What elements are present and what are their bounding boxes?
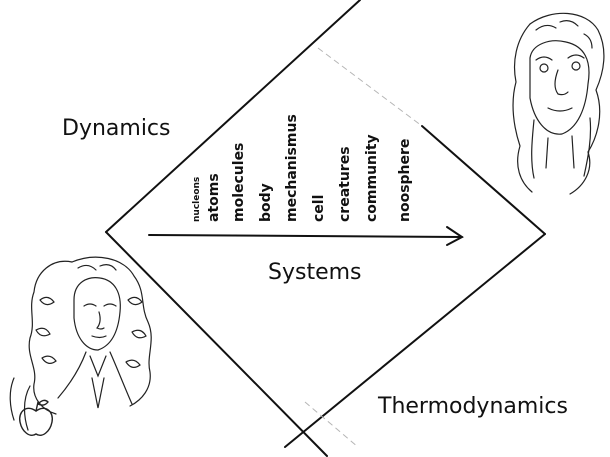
systems-arrow [148, 226, 464, 246]
old-man-right-eye [571, 61, 581, 71]
newton-cravat [89, 355, 107, 409]
level-body: body [258, 183, 274, 222]
level-molecules: molecules [231, 142, 247, 222]
wig-curls [35, 264, 147, 368]
diamond-upper-right-edge [421, 125, 546, 235]
newton-nose-mouth [91, 311, 107, 339]
apple-icon [19, 399, 53, 436]
newton-face [73, 277, 121, 351]
level-creatures: creatures [337, 146, 353, 222]
faint-lower-guide [304, 401, 359, 448]
diamond-outline [105, 0, 546, 457]
old-man-beard [531, 117, 592, 179]
arrow-shaft [148, 234, 463, 238]
faint-guide-lines [304, 47, 423, 448]
diamond-upper-left-edge [105, 0, 361, 233]
wig-right [71, 256, 152, 407]
old-man-left-eye [539, 63, 549, 73]
wig-left [28, 260, 73, 415]
level-cell: cell [311, 194, 327, 222]
systems-label: Systems [268, 260, 362, 285]
hair-right [529, 12, 605, 195]
level-nucleons: nucleons [192, 176, 202, 222]
faint-upper-guide [317, 47, 423, 127]
dynamics-label: Dynamics [62, 116, 171, 141]
newton-eyes [83, 303, 117, 307]
newton-portrait-icon [9, 256, 152, 431]
newton-neck [57, 351, 133, 405]
arrow-head [446, 226, 464, 246]
level-community: community [364, 134, 380, 222]
old-man-nose-mouth [547, 69, 573, 112]
hair-left [512, 23, 533, 193]
hair-strands [535, 20, 593, 49]
diamond-lower-left-edge [105, 231, 328, 457]
level-mechanismus: mechanismus [284, 114, 300, 222]
level-noosphere: noosphere [397, 138, 413, 222]
old-man-portrait-icon [512, 12, 605, 195]
apple-body [19, 407, 53, 436]
level-atoms: atoms [206, 173, 222, 222]
apple-stem-leaf [35, 399, 49, 412]
thermodynamics-label: Thermodynamics [378, 394, 568, 419]
old-man-brows [535, 54, 585, 61]
diamond-lower-right-edge [284, 233, 546, 448]
old-man-face [529, 40, 590, 135]
